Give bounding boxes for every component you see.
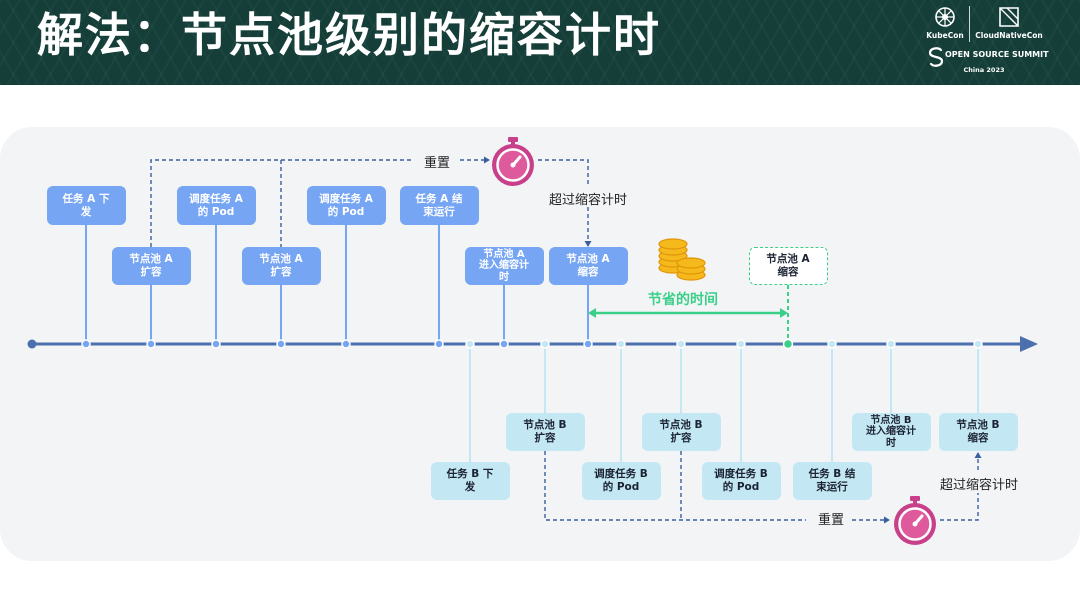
cloudnativecon-label: CloudNativeCon bbox=[975, 31, 1043, 40]
pool-b-timeout-label: 超过缩容计时 bbox=[940, 478, 1019, 493]
coin-stack-right bbox=[676, 257, 706, 281]
pool-b-event-scale-down-timer: 节点池 B 进入缩容计 时 bbox=[851, 413, 931, 451]
pool-b-event-schedule-pod: 调度任务 B 的 Pod bbox=[701, 462, 781, 500]
stopwatch-pin bbox=[510, 162, 516, 168]
stopwatch-stem bbox=[913, 500, 917, 504]
stopwatch-button bbox=[910, 496, 920, 501]
pool-a-event-scale-down: 节点池 A 缩容 bbox=[548, 247, 628, 285]
timeline-dot bbox=[827, 339, 837, 349]
timeout-arrowhead bbox=[974, 452, 982, 458]
reset-dashed-line bbox=[150, 159, 412, 247]
event-logos bbox=[928, 7, 1019, 67]
timeline-arrowhead bbox=[1020, 336, 1038, 352]
header-pattern bbox=[0, 0, 1080, 85]
timeout-dashed-line bbox=[940, 493, 979, 521]
timeline-dot bbox=[465, 339, 475, 349]
pool-b-event-schedule-pod: 调度任务 B 的 Pod bbox=[581, 462, 661, 500]
pool-a-timeout-label: 超过缩容计时 bbox=[549, 193, 628, 208]
event-edition-label: China 2023 bbox=[963, 66, 1005, 74]
timeline-dot bbox=[341, 339, 351, 349]
stopwatch-pin bbox=[912, 521, 918, 527]
pool-a-event-task-finished: 任务 A 结 束运行 bbox=[399, 186, 479, 225]
pool-a-reset-label: 重置 bbox=[424, 156, 451, 171]
kubecon-icon-spokes bbox=[936, 8, 954, 26]
saved-time-arrowhead-left bbox=[588, 308, 596, 318]
timeline-dot bbox=[616, 339, 626, 349]
pool-a-ideal-scale-down: 节点池 A 缩容 bbox=[748, 247, 828, 285]
stopwatch-stem bbox=[511, 141, 515, 145]
pool-b-timeline-dots bbox=[465, 339, 983, 349]
pool-b-reset-flow bbox=[544, 451, 982, 524]
open-source-summit-icon bbox=[928, 47, 944, 67]
pool-a-connectors bbox=[85, 225, 589, 344]
kubecon-icon bbox=[935, 7, 955, 27]
pool-b-event-scale-up: 节点池 B 扩容 bbox=[505, 413, 585, 451]
cloudnativecon-icon-lines bbox=[999, 7, 1019, 27]
kubecon-label: KubeCon bbox=[926, 31, 964, 40]
reset-dashed-line bbox=[544, 451, 806, 521]
timeline-dot bbox=[540, 339, 550, 349]
open-source-summit-label: OPEN SOURCE SUMMIT bbox=[945, 50, 1049, 59]
open-source-summit-icon-s bbox=[928, 47, 944, 67]
cloudnativecon-icon bbox=[999, 7, 1019, 27]
timeline-dot bbox=[973, 339, 983, 349]
timeline-dot bbox=[736, 339, 746, 349]
coin bbox=[676, 257, 706, 269]
timeline-dot bbox=[81, 339, 91, 349]
timeline-dot bbox=[499, 339, 509, 349]
reset-arrowhead bbox=[884, 516, 890, 524]
coin bbox=[658, 238, 688, 250]
pool-b-event-scale-down: 节点池 B 缩容 bbox=[938, 413, 1018, 451]
slide-title: 解法：节点池级别的缩容计时 bbox=[37, 8, 661, 62]
pool-a-event-scale-up: 节点池 A 扩容 bbox=[241, 247, 321, 285]
pool-a-timeline-dots bbox=[81, 339, 593, 349]
stopwatch-icon bbox=[492, 137, 534, 186]
pool-b-connectors bbox=[469, 344, 979, 462]
timeline-dot bbox=[276, 339, 286, 349]
timeline-dot bbox=[886, 339, 896, 349]
saved-time-label: 节省的时间 bbox=[648, 292, 718, 308]
header-band: 解法：节点池级别的缩容计时 KubeCon CloudNativeCon OPE… bbox=[0, 0, 1080, 85]
pool-b-reset-label: 重置 bbox=[818, 513, 845, 528]
pool-a-event-scale-down-timer: 节点池 A 进入缩容计 时 bbox=[464, 247, 544, 285]
timeline-dot bbox=[434, 339, 444, 349]
timeline-dot bbox=[211, 339, 221, 349]
timeline-start-dot bbox=[27, 339, 37, 349]
pool-a-event-scale-up: 节点池 A 扩容 bbox=[111, 247, 191, 285]
reset-arrowhead bbox=[484, 156, 490, 164]
timeline-dot bbox=[146, 339, 156, 349]
pool-a-event-schedule-pod: 调度任务 A 的 Pod bbox=[306, 186, 386, 225]
saved-time-arrowhead-right bbox=[780, 308, 788, 318]
coins-icon bbox=[658, 238, 706, 281]
stopwatch-button bbox=[508, 137, 518, 142]
pool-a-event-task-submitted: 任务 A 下 发 bbox=[46, 186, 126, 225]
timeout-dashed-line bbox=[538, 159, 589, 185]
logo-divider bbox=[969, 6, 970, 42]
timeline-dot bbox=[676, 339, 686, 349]
timeout-arrowhead bbox=[584, 241, 592, 247]
timeline-dot bbox=[583, 339, 593, 349]
pool-b-event-scale-up: 节点池 B 扩容 bbox=[641, 413, 721, 451]
pool-b-event-task-submitted: 任务 B 下 发 bbox=[430, 462, 510, 500]
stopwatch-icon bbox=[894, 496, 936, 545]
planned-scale-down-dot bbox=[782, 338, 794, 350]
pool-a-event-schedule-pod: 调度任务 A 的 Pod bbox=[176, 186, 256, 225]
saved-time-arrow bbox=[588, 308, 788, 318]
pool-b-event-task-finished: 任务 B 结 束运行 bbox=[792, 462, 872, 500]
pool-a-reset-flow bbox=[150, 156, 592, 247]
